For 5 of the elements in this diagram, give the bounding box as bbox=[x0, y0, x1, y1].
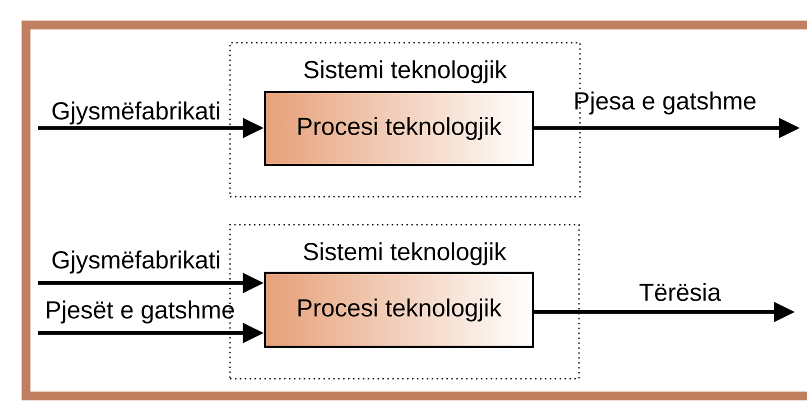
edge-label: Gjysmëfabrikati bbox=[52, 250, 220, 274]
process-box: Procesi teknologjik bbox=[264, 272, 534, 348]
process-box: Procesi teknologjik bbox=[264, 90, 534, 166]
edge-label: Tërësia bbox=[640, 282, 722, 302]
edge-label: Gjysmëfabrikati bbox=[52, 102, 220, 124]
